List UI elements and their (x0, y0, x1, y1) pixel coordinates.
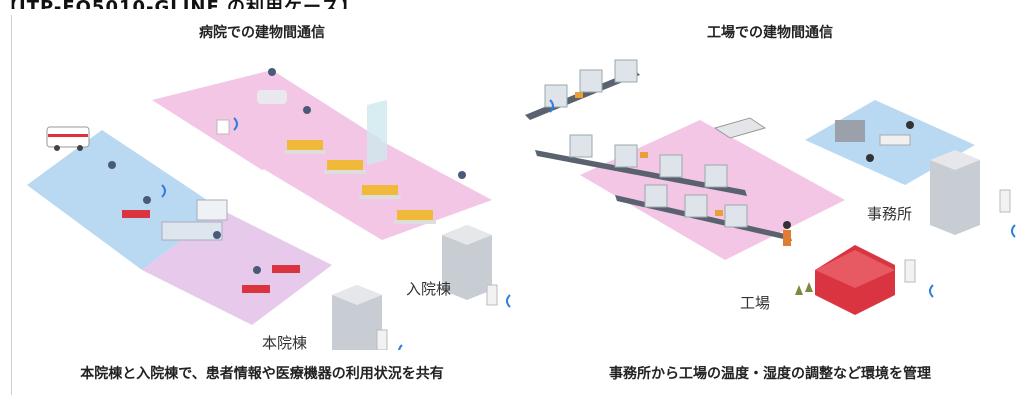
wifi-signal-icon (398, 344, 403, 350)
main-building-label: 本院棟 (262, 334, 308, 352)
person-icon (143, 196, 151, 204)
factory-building-label: 工場 (740, 294, 771, 312)
page-title: 【ITP-EQ5010-GLINE の利用ケース】 (0, 0, 520, 9)
chair-icon (272, 265, 300, 273)
bed-icon (284, 140, 326, 154)
person-icon (458, 171, 466, 179)
office-building-label: 事務所 (867, 205, 913, 223)
box-icon (715, 210, 723, 216)
factory-heading: 工場での建物間通信 (707, 25, 833, 41)
desk-icon (879, 134, 911, 146)
desk-icon (257, 90, 287, 104)
tree-icon (805, 282, 813, 292)
worker-body (783, 230, 791, 246)
factory-illustration (525, 59, 1016, 315)
person-icon (213, 231, 221, 239)
chair-icon (242, 285, 270, 293)
office-building (930, 150, 980, 235)
conveyor-line (615, 184, 792, 241)
ward-building-label: 入院棟 (406, 280, 452, 298)
conveyor-line (525, 59, 640, 120)
bed-icon (394, 210, 436, 224)
wifi-signal-icon (929, 284, 934, 298)
hospital-caption: 本院棟と入院棟で、患者情報や医療機器の利用状況を共有 (80, 366, 444, 382)
wifi-signal-icon (549, 99, 554, 113)
router-device (713, 117, 767, 139)
hospital-panel: 病院での建物間通信 (12, 10, 512, 396)
ambulance-icon (46, 126, 90, 151)
antenna-icon (999, 189, 1011, 213)
antenna-icon (376, 329, 388, 350)
access-point-icon (216, 119, 230, 135)
wifi-signal-icon (1011, 224, 1016, 238)
cabinet-icon (835, 120, 865, 142)
page-title-text: 【ITP-EQ5010-GLINE の利用ケース】 (0, 0, 359, 9)
person-icon (303, 106, 311, 114)
conveyor-line (535, 134, 747, 196)
person-icon (866, 154, 874, 162)
tree-icon (795, 285, 803, 295)
hospital-heading: 病院での建物間通信 (199, 25, 325, 41)
box-icon (575, 92, 583, 98)
person-icon (253, 266, 261, 274)
factory-floor (580, 120, 845, 260)
antenna-icon (904, 259, 916, 283)
main-building (332, 285, 382, 350)
person-icon (108, 161, 116, 169)
bed-icon (359, 185, 401, 199)
factory-panel: 工場での建物間通信 (515, 10, 1025, 396)
person-icon (906, 121, 914, 129)
wifi-signal-icon (161, 184, 166, 198)
reception-counter (161, 221, 223, 241)
factory-caption: 事務所から工場の温度・湿度の調整など環境を管理 (609, 366, 931, 382)
hospital-illustration (27, 68, 511, 350)
wifi-signal-icon (506, 294, 511, 308)
ward-building (442, 225, 492, 300)
chair-icon (122, 210, 150, 218)
box-icon (640, 152, 648, 158)
antenna-icon (486, 284, 498, 306)
glass-partition (367, 100, 387, 165)
wifi-signal-icon (233, 117, 238, 131)
worker-icon (783, 221, 791, 229)
factory-building (815, 245, 895, 315)
bed-icon (324, 160, 366, 174)
person-icon (268, 68, 276, 76)
left-divider (11, 15, 12, 395)
cabinet-icon (196, 199, 228, 221)
